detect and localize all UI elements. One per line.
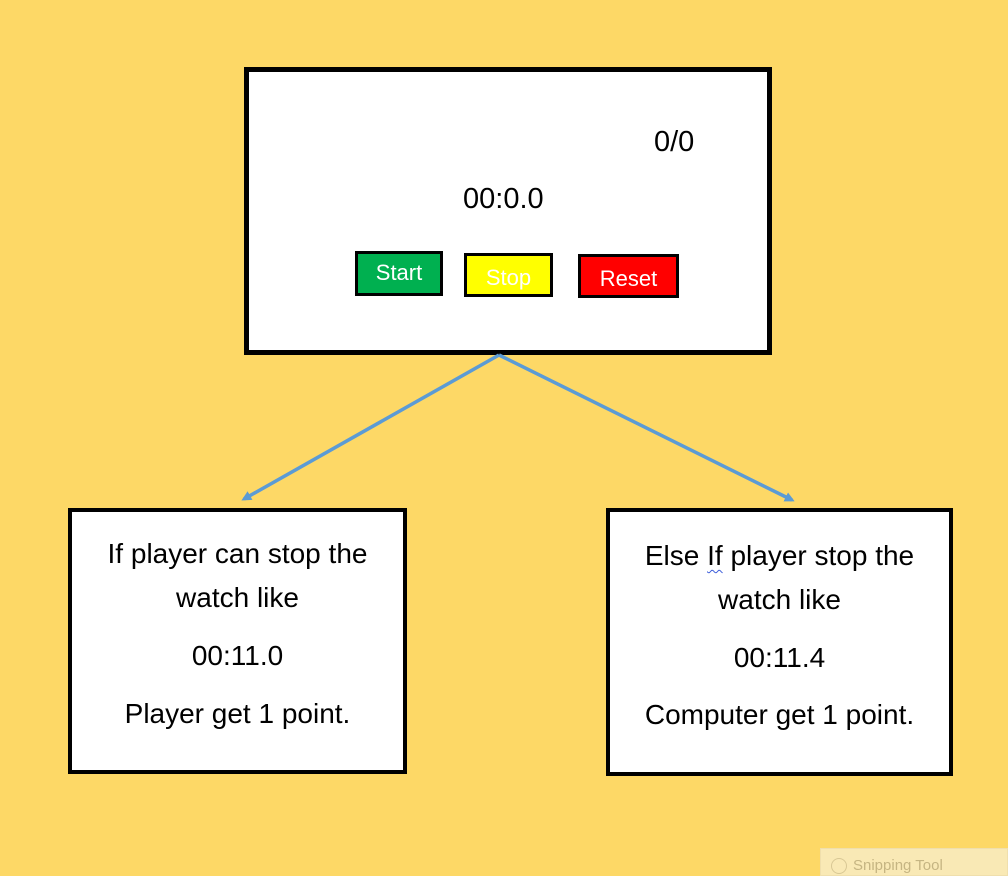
computer-rule-suffix: player stop the [722, 540, 915, 571]
start-button[interactable]: Start [355, 251, 443, 296]
reset-button[interactable]: Reset [578, 254, 679, 298]
computer-rule-box: Else If player stop the watch like 00:11… [606, 508, 953, 776]
player-rule-box: If player can stop the watch like 00:11.… [68, 508, 407, 774]
computer-rule-prefix: Else [644, 540, 708, 571]
player-rule-result: Player get 1 point. [124, 698, 351, 729]
snipping-tool-tooltip: Snipping Tool [820, 848, 1008, 876]
computer-rule-time: 00:11.4 [733, 642, 826, 673]
score-display: 0/0 [654, 126, 695, 158]
computer-rule-condition-cont: watch like [718, 584, 841, 615]
computer-rule-condition: Else If player stop the [610, 540, 949, 572]
computer-rule-result: Computer get 1 point. [644, 699, 915, 730]
player-rule-time: 00:11.0 [191, 640, 284, 671]
arrow-to-player-rule [241, 353, 500, 501]
stop-button[interactable]: Stop [464, 253, 553, 297]
player-rule-condition: If player can stop the [107, 538, 368, 569]
player-rule-condition-cont: watch like [176, 582, 299, 613]
timer-display: 00:0.0 [463, 183, 544, 215]
tooltip-label: Snipping Tool [853, 857, 943, 874]
stopwatch-panel [244, 67, 772, 355]
snipping-tool-icon [831, 858, 847, 874]
arrow-to-computer-rule [498, 353, 795, 502]
spellcheck-word: If [707, 540, 723, 571]
